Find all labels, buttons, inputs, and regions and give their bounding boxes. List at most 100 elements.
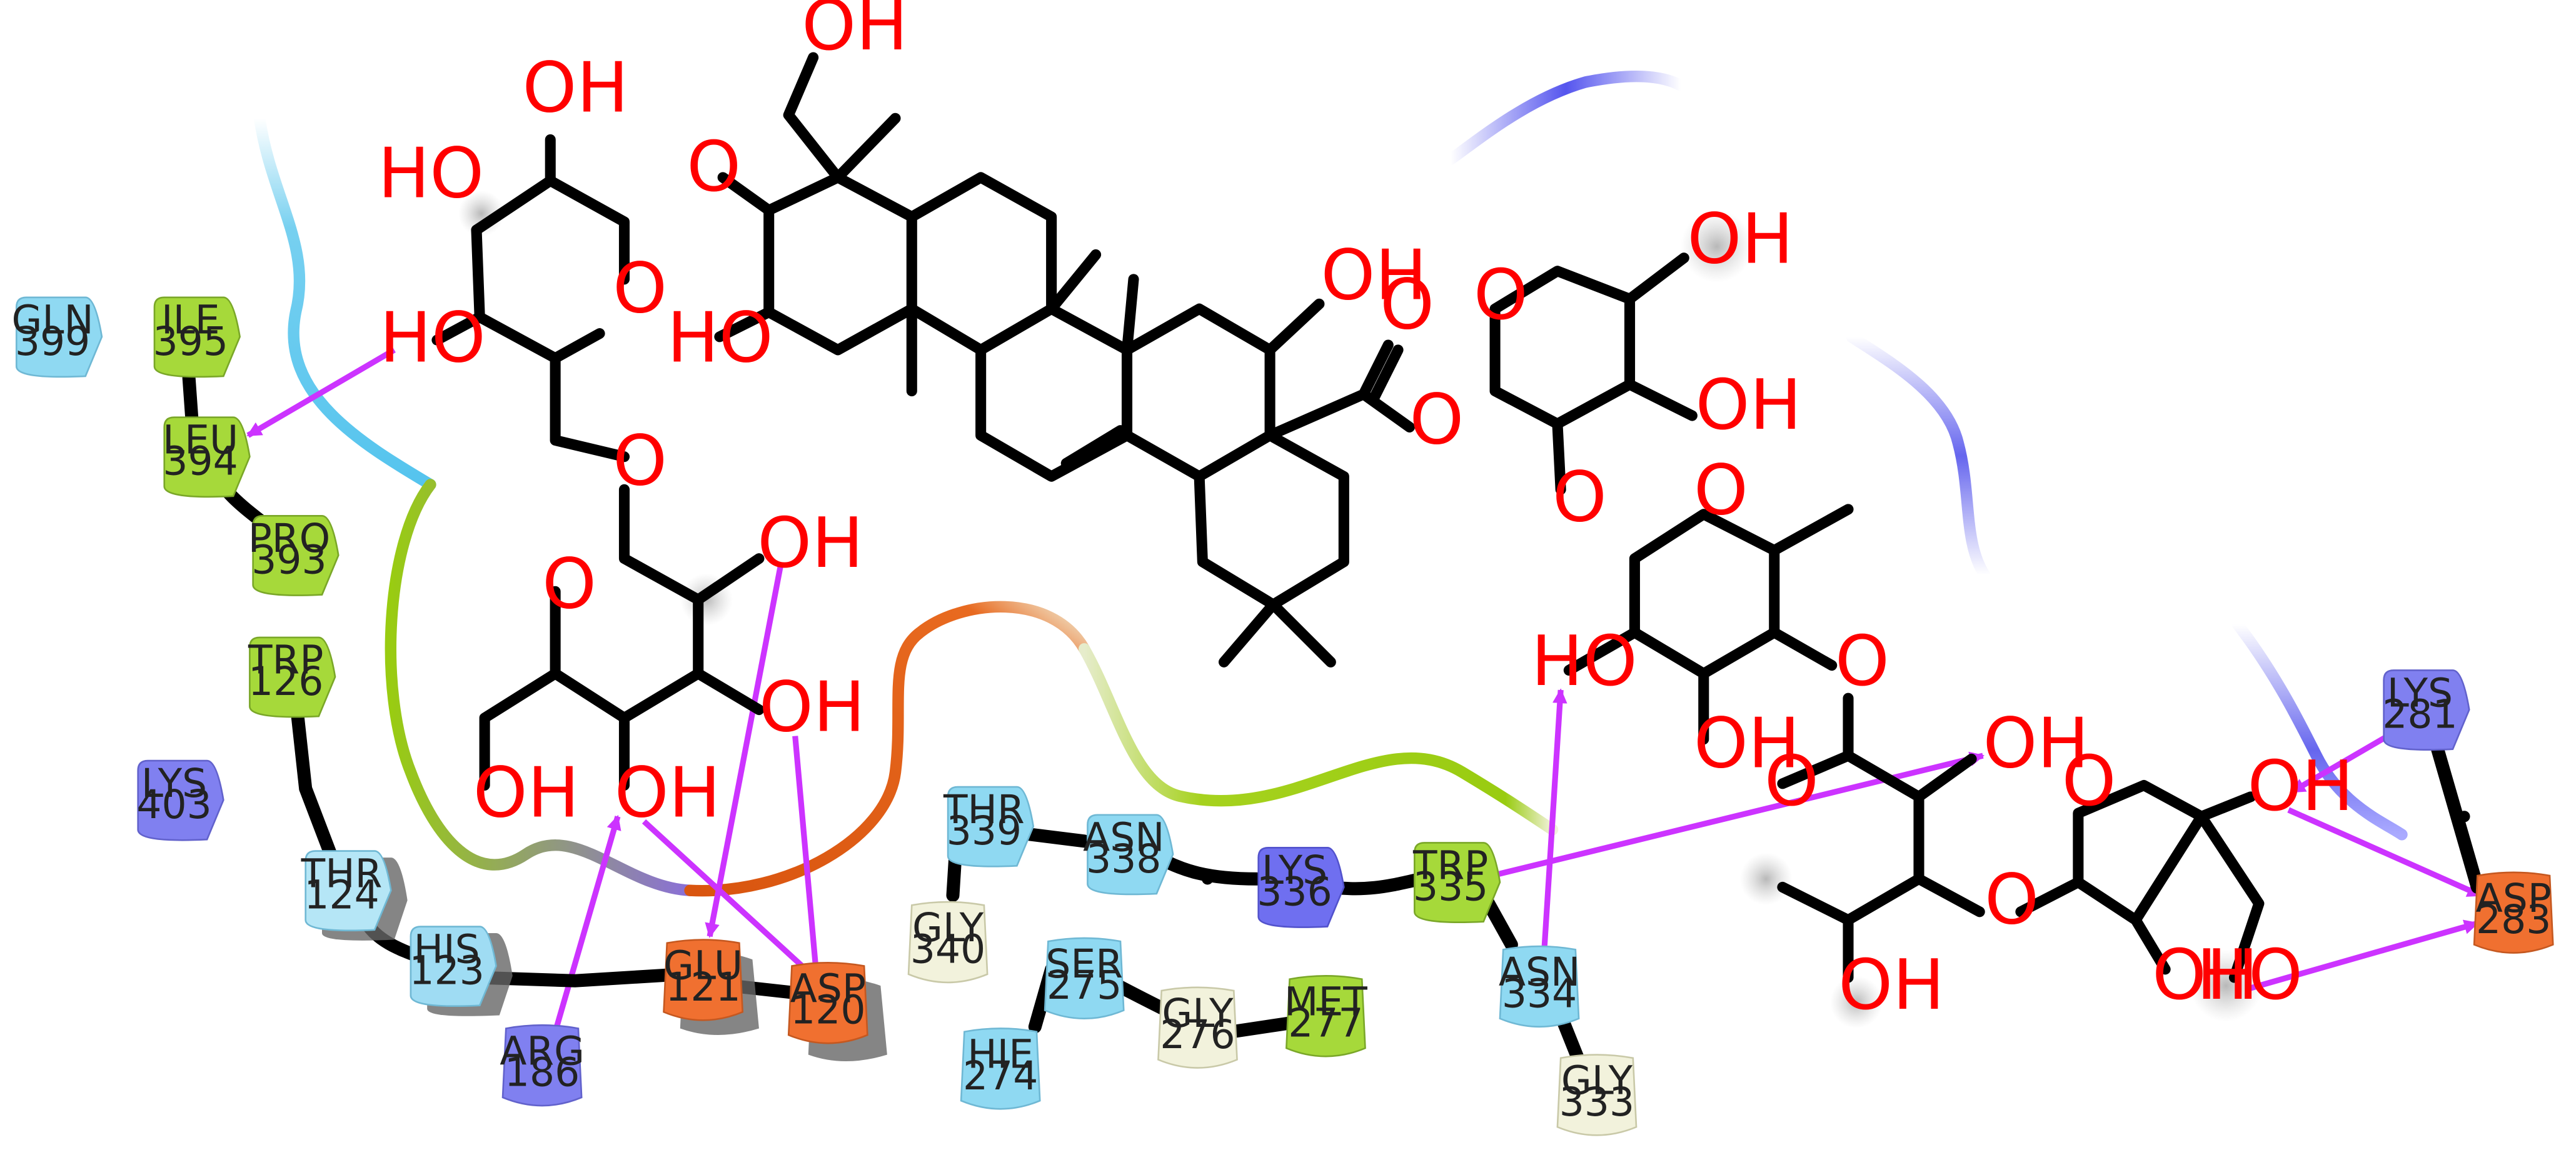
ho-label: HO (1531, 622, 1638, 702)
residue-glu121: GLU 121 (663, 939, 759, 1035)
residue-name: TRP (248, 637, 323, 683)
ho-label: HO (378, 134, 484, 214)
residue-ile395: ILE 395 (153, 296, 241, 378)
residue-number: 277 (1288, 1000, 1363, 1046)
residue-thr339: THR 339 (943, 786, 1035, 868)
residue-name: GLY (912, 904, 984, 951)
residue-name: GLN (12, 297, 94, 343)
hbond-leu394 (246, 347, 396, 438)
residue-trp335: TRP 335 (1412, 842, 1501, 923)
oh-label: OH (1696, 366, 1802, 446)
residue-number: 120 (790, 987, 865, 1033)
residue-name: THR (301, 850, 383, 896)
residue-number: 399 (15, 318, 90, 364)
residue-number: 340 (910, 926, 985, 972)
oxygen-label: O (2062, 742, 2116, 822)
oxygen-label: O (613, 249, 667, 329)
oh-label: OH (1694, 704, 1800, 784)
residue-trp126: TRP 126 (248, 636, 336, 718)
residue-his123: HIS 123 (410, 926, 513, 1016)
oxygen-label: O (1985, 860, 2039, 940)
residue-name: SER (1045, 941, 1123, 987)
oh-label: OH (1687, 200, 1793, 280)
residue-number: 338 (1086, 836, 1161, 882)
residue-thr124: THR 124 (301, 850, 408, 941)
residue-number: 393 (251, 536, 326, 582)
residue-name: LEU (163, 416, 238, 462)
oh-label: OH (1838, 946, 1945, 1026)
oxygen-label: O (542, 545, 596, 625)
residues: GLN 399 ILE 395 LEU 394 PRO 393 TRP 126 (12, 296, 2554, 1136)
hydrogen-bonds (246, 347, 2483, 1033)
oh-label: OH (1983, 704, 2089, 784)
ho-label: HO (380, 298, 486, 378)
hbond-arg186 (552, 814, 621, 1033)
residue-pro393: PRO 393 (248, 515, 340, 596)
residue-name: MET (1284, 978, 1367, 1024)
residue-name: ARG (500, 1028, 585, 1074)
residue-name: LYS (2387, 669, 2453, 716)
hbond-asn334 (1541, 688, 1567, 950)
residue-asn338: ASN 338 (1083, 814, 1174, 896)
hbond-oh-asp120-b (641, 819, 818, 982)
residue-number: 395 (153, 318, 228, 364)
oh-label: OH (2152, 936, 2258, 1016)
residue-name: HIE (967, 1031, 1034, 1078)
oxygen-label: O (1764, 742, 1819, 822)
residue-name: GLY (1561, 1058, 1633, 1104)
residue-gly276: GLY 276 (1157, 986, 1238, 1069)
oxygen-label: O (687, 128, 741, 208)
residue-backbone (182, 371, 2484, 1071)
pocket-curve-green-mid (1078, 643, 1559, 836)
residue-asn334: ASN 334 (1499, 945, 1580, 1028)
residue-name: GLU (663, 942, 743, 989)
oxygen-label: O (613, 421, 667, 501)
pocket-curve-blue-right-2 (2231, 618, 2408, 841)
residue-number: 274 (963, 1052, 1038, 1099)
residue-name: GLY (1162, 990, 1234, 1036)
residue-name: ASN (1083, 814, 1164, 861)
residue-name: ASP (790, 965, 866, 1011)
oh-label: OH (473, 753, 580, 833)
residue-number: 186 (505, 1049, 580, 1095)
residue-lys281: LYS 281 (2382, 669, 2470, 751)
hbond-oh-asp120 (792, 736, 823, 978)
hbond-trp335 (1477, 751, 1985, 882)
residue-met277: MET 277 (1284, 975, 1367, 1058)
residue-number: 283 (2476, 896, 2551, 942)
residue-name: THR (943, 786, 1025, 832)
pocket-curve-green-left (385, 479, 696, 896)
hbond-oh-glu121 (705, 566, 783, 938)
residue-number: 123 (410, 948, 485, 994)
oh-label: OH (1321, 236, 1427, 316)
hbond-asp283-a (2287, 807, 2483, 898)
residue-number: 281 (2382, 691, 2457, 737)
oh-label: OH (2247, 747, 2353, 827)
residue-gln399: GLN 399 (12, 296, 103, 378)
hbond-asp283-b (2246, 919, 2479, 992)
ho-label: HO (667, 298, 773, 378)
residue-arg186: ARG 186 (500, 1024, 585, 1107)
residue-name: HIS (414, 926, 480, 972)
residue-gly333: GLY 333 (1556, 1054, 1638, 1136)
residue-number: 275 (1047, 962, 1122, 1008)
residue-number: 124 (304, 872, 379, 918)
residue-number: 335 (1413, 863, 1488, 909)
residue-name: ASN (1499, 949, 1580, 995)
oh-label: OH (523, 49, 629, 129)
oh-label: OH (802, 0, 908, 66)
residue-number: 334 (1502, 970, 1577, 1016)
residue-number: 403 (136, 781, 211, 828)
residue-number: 333 (1559, 1079, 1634, 1125)
residue-number: 336 (1257, 868, 1332, 914)
residue-name: ILE (161, 297, 220, 343)
residue-ser275: SER 275 (1044, 937, 1125, 1020)
oh-label: OH (757, 504, 863, 584)
residue-number: 126 (248, 658, 323, 704)
pocket-curve-blue-right (1846, 331, 1991, 581)
ligand-bonds (431, 52, 2265, 983)
pocket-curve-orange (684, 601, 1090, 897)
pocket-curve-blue-top (1444, 70, 1687, 166)
residue-name: LYS (1262, 847, 1327, 893)
